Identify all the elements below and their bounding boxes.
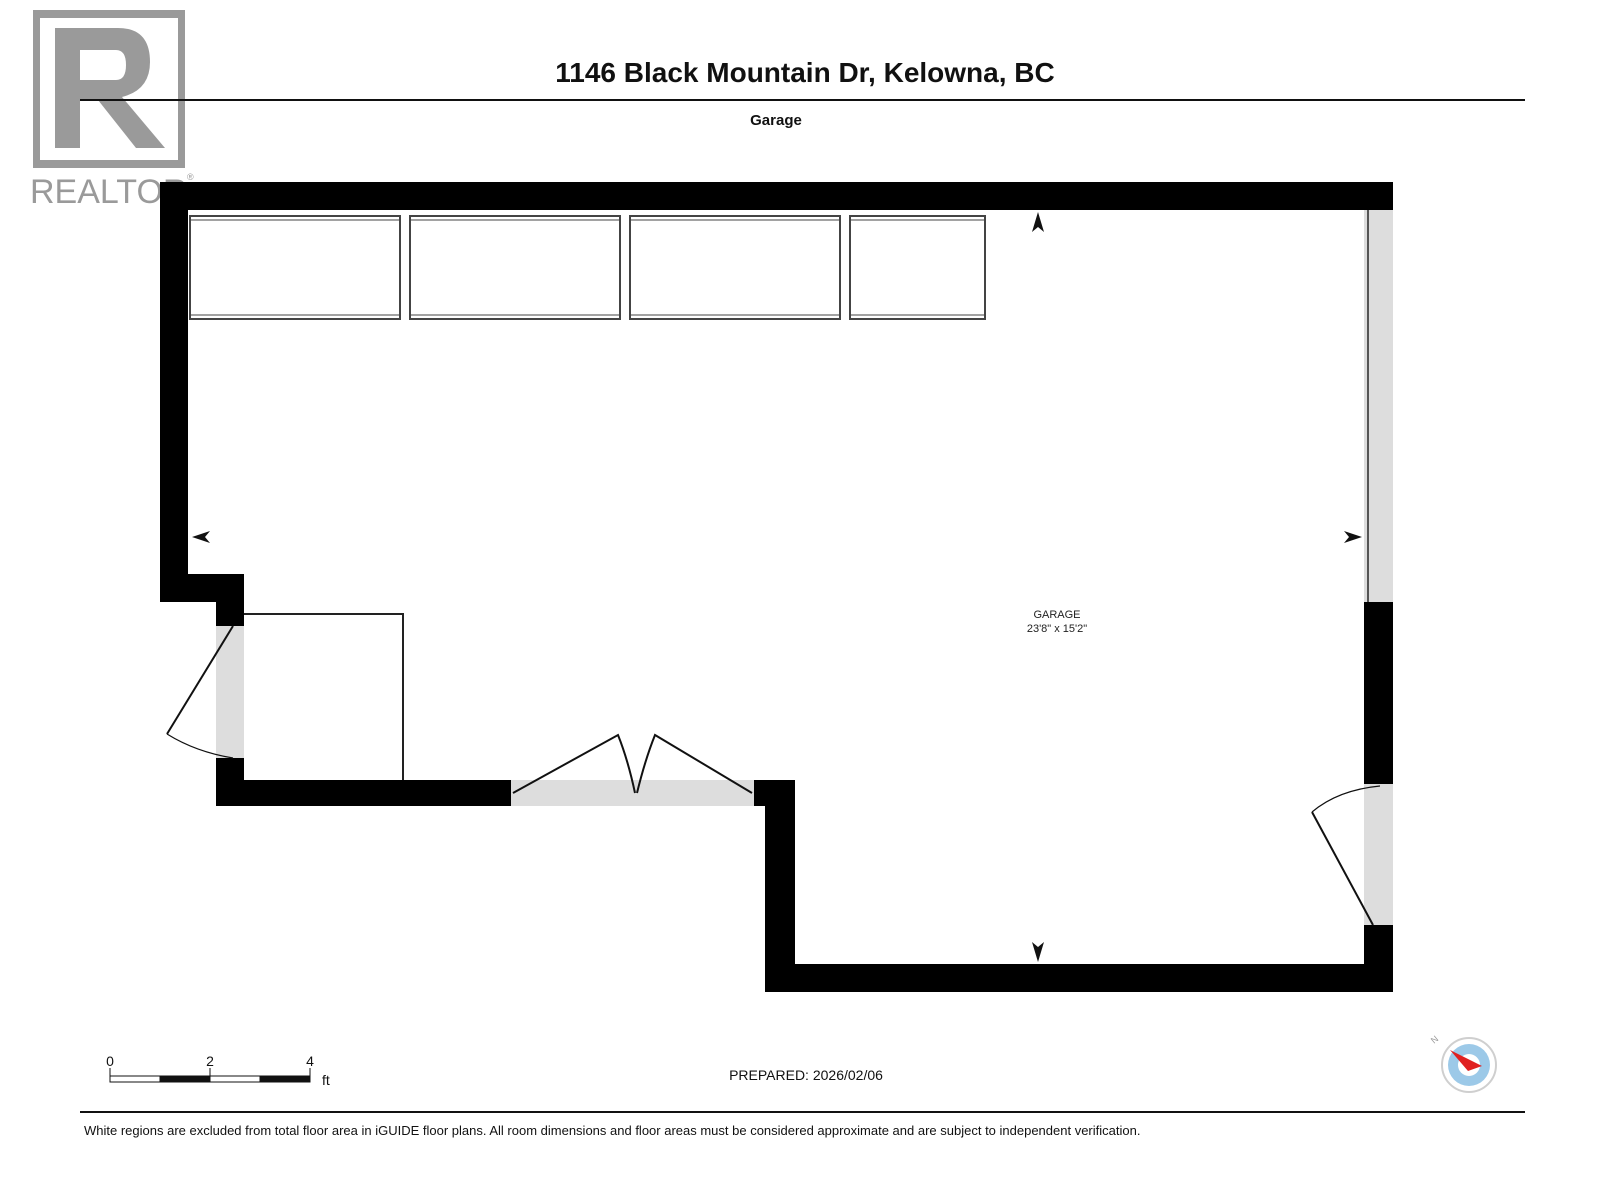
bifold-door-left (512, 733, 636, 794)
shelf-unit (629, 215, 841, 320)
scale-label: 0 (106, 1053, 114, 1069)
page-title: 1146 Black Mountain Dr, Kelowna, BC (555, 57, 1054, 88)
openings (216, 210, 1393, 925)
shelf-unit (849, 215, 986, 320)
arrow-right-icon (1344, 531, 1362, 543)
closet-partition (244, 613, 404, 780)
left-door-arc (166, 733, 234, 759)
arrow-down-icon (1032, 942, 1044, 962)
right-wall-lower (1364, 925, 1393, 992)
scale-bar: 0 2 4 ft (106, 1053, 330, 1088)
walls (160, 182, 1393, 992)
arrow-left-icon (192, 531, 210, 543)
shelving (189, 215, 986, 320)
disclaimer: White regions are excluded from total fl… (84, 1123, 1140, 1138)
right-door-arc (1311, 785, 1381, 813)
left-jog-wall (216, 574, 244, 626)
scale-unit: ft (322, 1072, 330, 1088)
bifold-door-right (636, 733, 753, 794)
realtor-logo: REALTOR ® (30, 10, 194, 211)
room-name: GARAGE (1033, 609, 1080, 621)
registered-mark: ® (187, 172, 194, 182)
arrow-up-icon (1032, 212, 1044, 232)
room-dimensions: 23'8" x 15'2" (1027, 623, 1087, 635)
view-arrows (192, 212, 1362, 962)
door-swings (166, 625, 1381, 926)
bottom-left-wall (216, 780, 511, 806)
shelf-unit (189, 215, 401, 320)
left-wall (160, 182, 188, 602)
shelf-unit (409, 215, 621, 320)
left-door-leaf (166, 625, 234, 735)
prepared-date: PREPARED: 2026/02/06 (729, 1067, 883, 1083)
top-wall (160, 182, 1393, 210)
compass-icon: N (1429, 1034, 1497, 1093)
right-door-opening (1364, 784, 1393, 925)
compass-label: N (1429, 1034, 1440, 1046)
inner-right-wall (765, 780, 795, 992)
level-label: Garage (750, 112, 802, 129)
right-door-leaf (1311, 811, 1374, 926)
right-wall-mid (1364, 602, 1393, 784)
scale-label: 2 (206, 1053, 214, 1069)
bottom-wall (765, 964, 1393, 992)
scale-label: 4 (306, 1053, 314, 1069)
